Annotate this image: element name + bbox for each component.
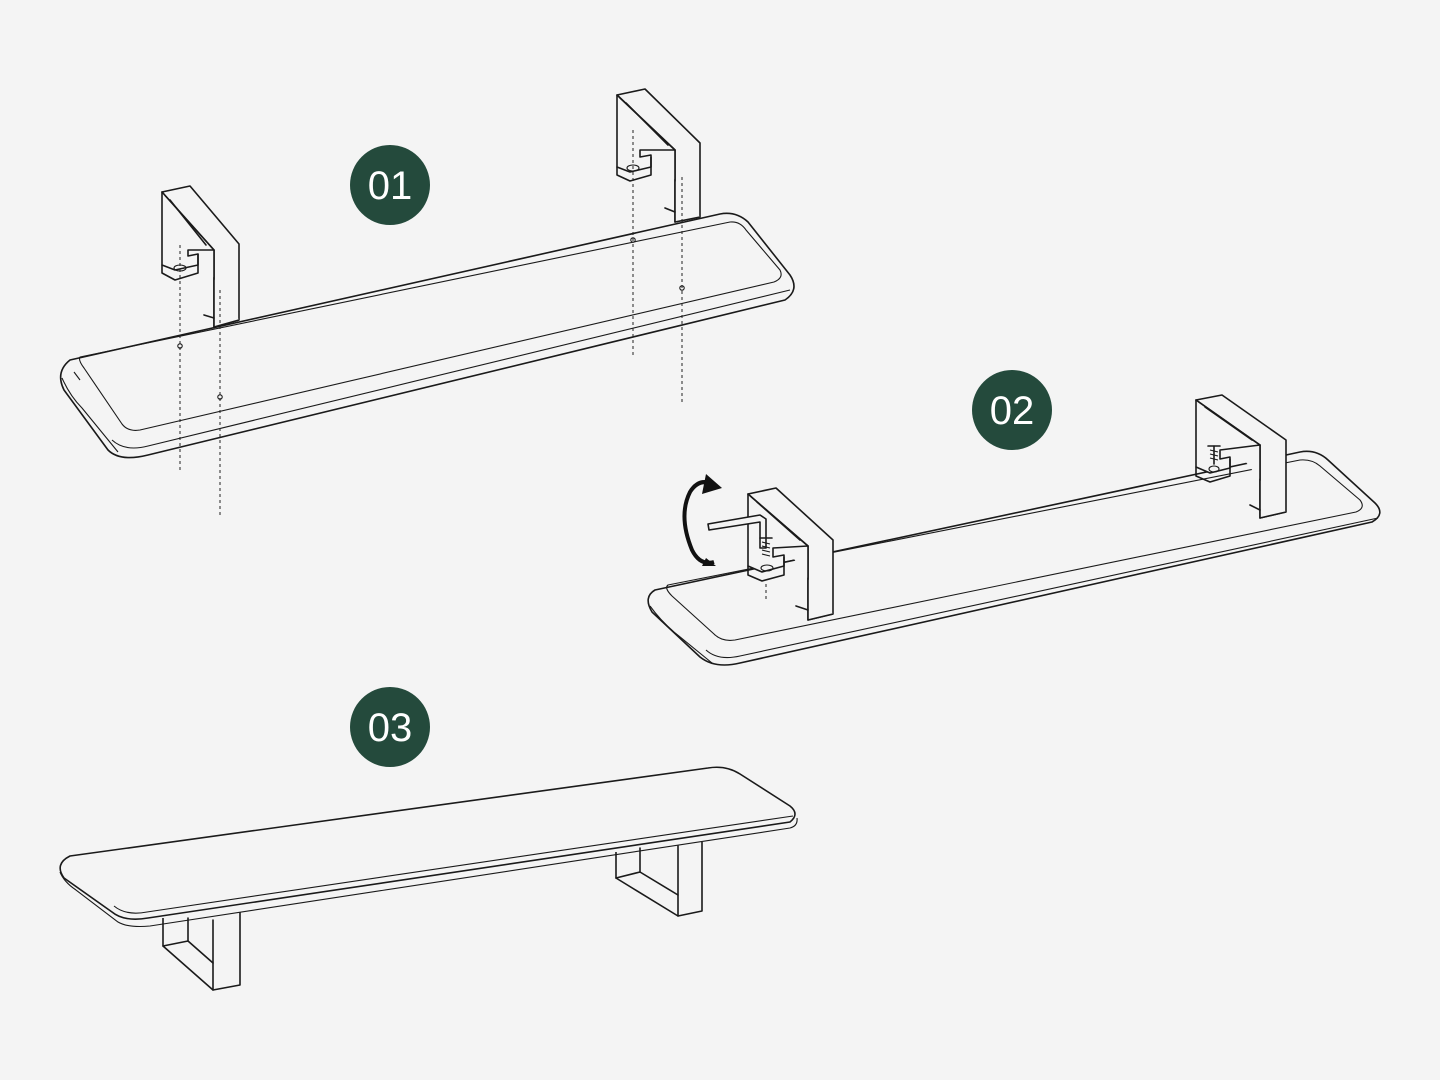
allen-key-icon bbox=[707, 514, 773, 557]
step-02-group: 02 bbox=[647, 370, 1381, 666]
step-02-badge: 02 bbox=[972, 370, 1052, 450]
step-01-board bbox=[59, 212, 795, 459]
step-03-legs bbox=[162, 842, 703, 991]
step-02-number: 02 bbox=[990, 389, 1035, 433]
step-01-group: 01 bbox=[59, 88, 795, 518]
step-01-right-bracket bbox=[616, 88, 701, 223]
step-01-guide-lines bbox=[177, 130, 685, 518]
step-01-number: 01 bbox=[368, 164, 413, 208]
step-01-left-bracket bbox=[161, 185, 240, 328]
step-01-badge: 01 bbox=[350, 145, 430, 225]
step-03-number: 03 bbox=[368, 706, 413, 750]
screw-icon bbox=[1207, 445, 1221, 465]
step-02-right-bracket bbox=[1195, 394, 1287, 519]
step-03-group: 03 bbox=[59, 687, 798, 991]
rotation-arrow-icon bbox=[682, 474, 722, 566]
step-03-badge: 03 bbox=[350, 687, 430, 767]
step-03-board bbox=[59, 766, 798, 928]
step-02-left-bracket bbox=[747, 487, 834, 621]
